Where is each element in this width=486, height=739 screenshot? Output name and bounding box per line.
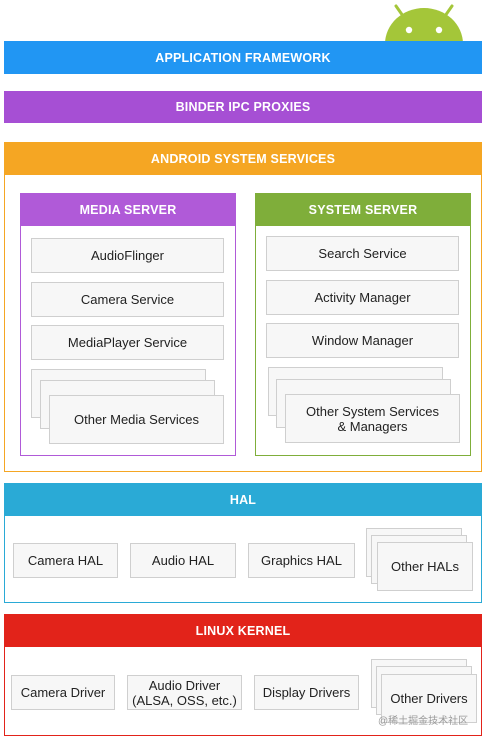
kernel-header: LINUX KERNEL	[4, 614, 482, 647]
system-services-header: ANDROID SYSTEM SERVICES	[4, 142, 482, 175]
activity-manager-box: Activity Manager	[266, 280, 459, 315]
audioflinger-box: AudioFlinger	[31, 238, 224, 273]
window-manager-box: Window Manager	[266, 323, 459, 358]
media-server-header: MEDIA SERVER	[20, 193, 236, 226]
hal-header: HAL	[4, 483, 482, 516]
audio-hal-box: Audio HAL	[130, 543, 236, 578]
camera-service-box: Camera Service	[31, 282, 224, 317]
binder-ipc-proxies-bar: BINDER IPC PROXIES	[4, 91, 482, 123]
watermark: @稀土掘金技术社区	[378, 716, 469, 727]
system-server-header: SYSTEM SERVER	[255, 193, 471, 226]
audio-driver-box: Audio Driver (ALSA, OSS, etc.)	[127, 675, 242, 710]
camera-hal-box: Camera HAL	[13, 543, 118, 578]
other-system-services-box: Other System Services & Managers	[285, 394, 460, 443]
other-media-services-box: Other Media Services	[49, 395, 224, 444]
other-hals-box: Other HALs	[377, 542, 473, 591]
camera-driver-box: Camera Driver	[11, 675, 115, 710]
android-logo-icon	[381, 4, 467, 42]
graphics-hal-box: Graphics HAL	[248, 543, 355, 578]
mediaplayer-service-box: MediaPlayer Service	[31, 325, 224, 360]
application-framework-bar: APPLICATION FRAMEWORK	[4, 41, 482, 74]
search-service-box: Search Service	[266, 236, 459, 271]
display-drivers-box: Display Drivers	[254, 675, 359, 710]
other-drivers-box: Other Drivers	[381, 674, 477, 723]
